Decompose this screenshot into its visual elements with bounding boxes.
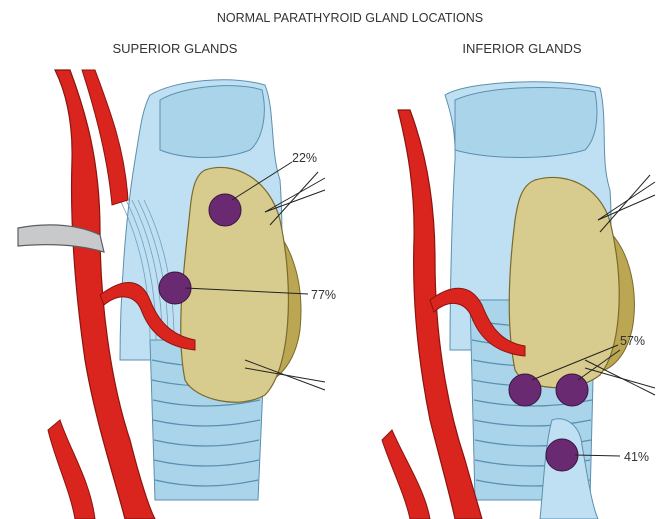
- callout-57: 57%: [620, 334, 645, 348]
- thyroid-lobe-right: [509, 177, 619, 387]
- superior-gland-22: [209, 194, 241, 226]
- callout-22: 22%: [292, 151, 317, 165]
- carotid-branch-right: [382, 430, 430, 519]
- carotid-branch: [48, 420, 95, 519]
- callout-41: 41%: [624, 450, 649, 464]
- inferior-gland-57-right: [556, 374, 588, 406]
- diagram-title: NORMAL PARATHYROID GLAND LOCATIONS: [217, 11, 483, 25]
- thyroid-cartilage: [160, 86, 264, 158]
- callout-77: 77%: [311, 288, 336, 302]
- thyroid-cartilage-right: [455, 87, 597, 157]
- superior-heading: SUPERIOR GLANDS: [113, 41, 238, 56]
- superior-panel: SUPERIOR GLANDS: [18, 41, 336, 519]
- inferior-heading: INFERIOR GLANDS: [462, 41, 582, 56]
- inferior-gland-41: [546, 439, 578, 471]
- inferior-panel: INFERIOR GLANDS: [382, 41, 655, 519]
